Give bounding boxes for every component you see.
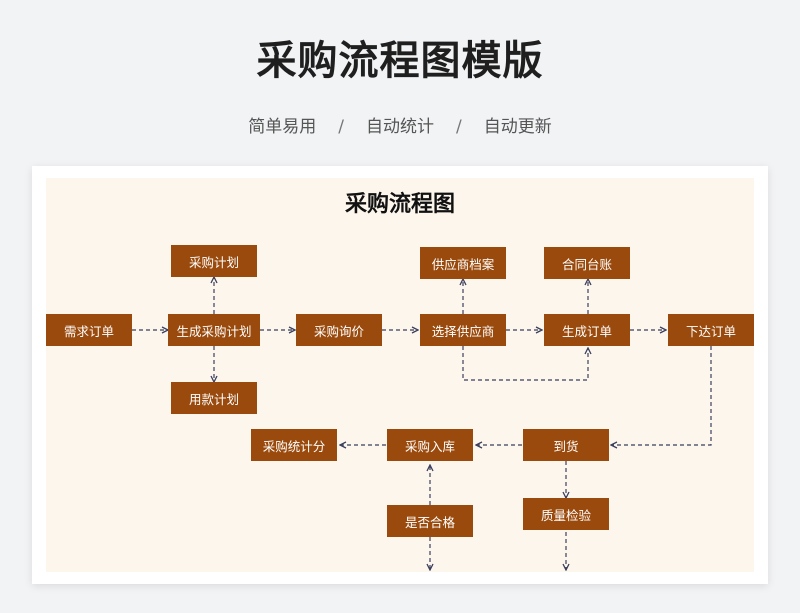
node-arrival: 到货 [523, 429, 609, 461]
edge-select-loop-order [462, 346, 588, 381]
node-inbound: 采购入库 [387, 429, 473, 461]
feature-item: 简单易用 [248, 117, 317, 137]
feature-item: 自动更新 [483, 117, 552, 137]
feature-list: 简单易用 / 自动统计 / 自动更新 [0, 112, 800, 137]
diagram-title: 采购流程图 [344, 192, 455, 217]
flow-edges [132, 178, 712, 572]
node-demand-order: 需求订单 [46, 314, 132, 346]
feature-separator: / [338, 117, 344, 137]
node-qualified: 是否合格 [387, 505, 473, 537]
node-select-supplier: 选择供应商 [420, 314, 506, 346]
node-generate-plan: 生成采购计划 [168, 314, 260, 346]
node-supplier-profile: 供应商档案 [420, 247, 506, 279]
node-purchase-plan: 采购计划 [171, 245, 257, 277]
node-contract-ledger: 合同台账 [544, 247, 630, 279]
page-title: 采购流程图模版 [256, 38, 544, 84]
node-place-order: 下达订单 [668, 314, 754, 346]
diagram-canvas: 采购流程图 需求订单 采购计划 生成采购计划 用款计划 采购询价 供应商档案 选… [46, 178, 754, 572]
node-inquiry: 采购询价 [296, 314, 382, 346]
node-generate-order: 生成订单 [544, 314, 630, 346]
feature-separator: / [456, 117, 462, 137]
node-payment-plan: 用款计划 [171, 382, 257, 414]
node-inspection: 质量检验 [523, 498, 609, 530]
feature-item: 自动统计 [366, 117, 434, 137]
edge-place-to-arrival [611, 346, 712, 445]
diagram-card: 采购流程图 需求订单 采购计划 生成采购计划 用款计划 采购询价 供应商档案 选… [32, 166, 768, 584]
node-stats: 采购统计分 [251, 429, 337, 461]
